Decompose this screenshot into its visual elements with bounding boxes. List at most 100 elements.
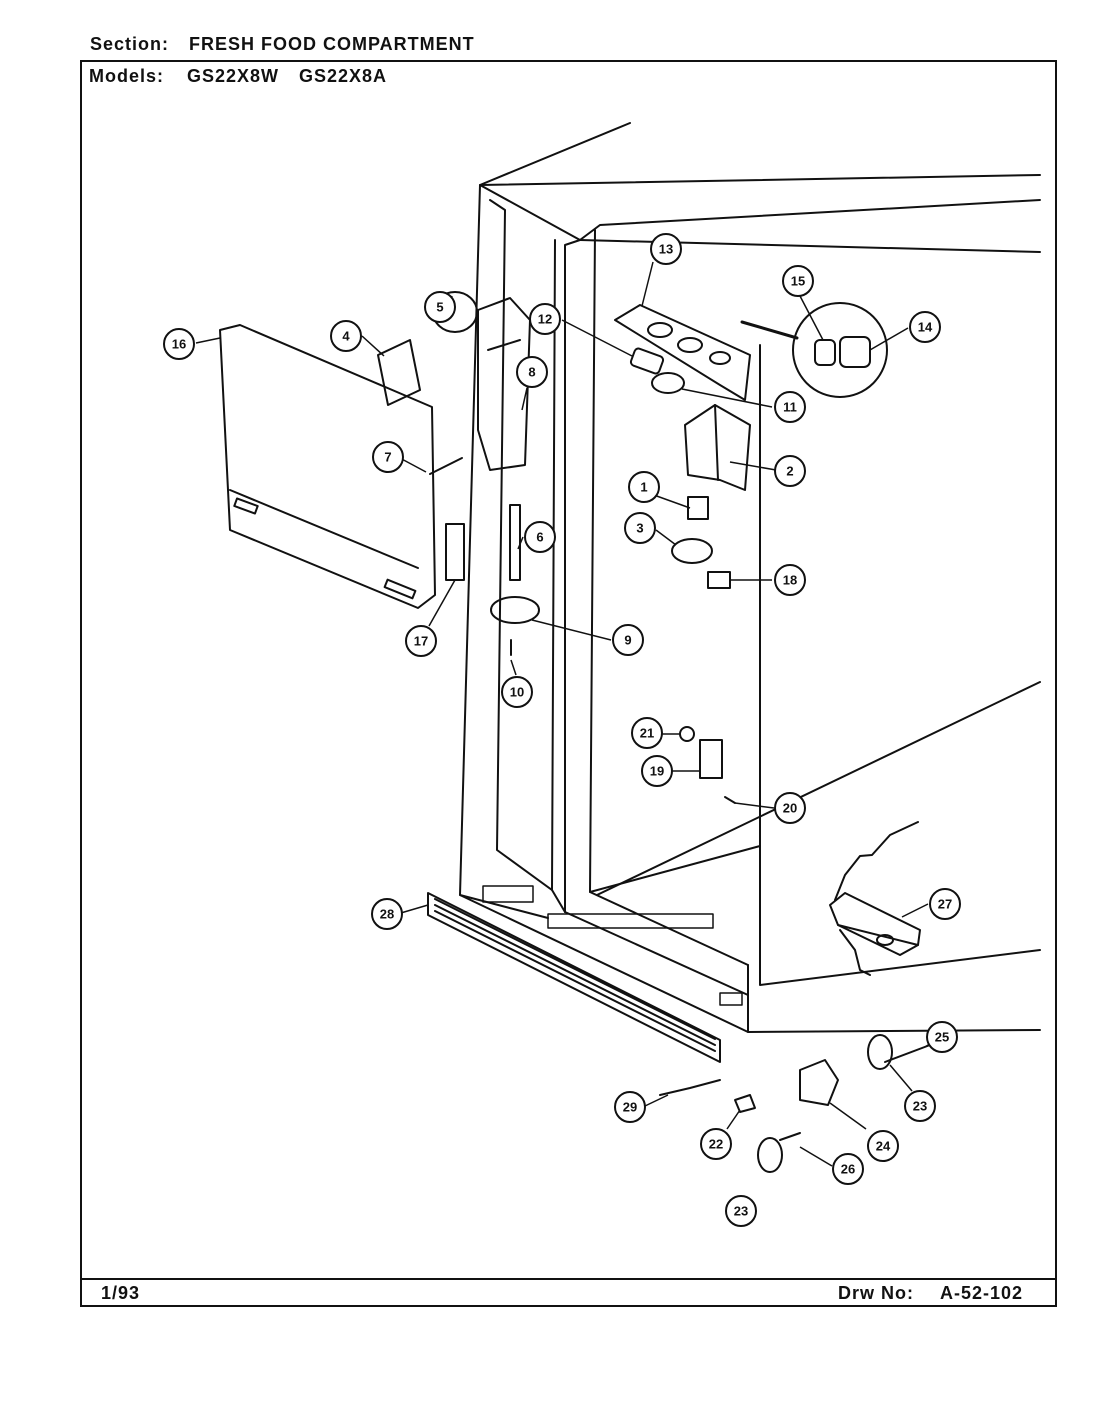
callout-3: 3 <box>624 512 656 544</box>
footer-divider <box>80 1278 1057 1280</box>
callout-label: 20 <box>783 801 797 816</box>
refrigerator-cabinet <box>459 122 1041 1033</box>
part-23-roller-upper <box>867 1034 893 1070</box>
callout-label: 19 <box>650 764 664 779</box>
drawing-number-label: Drw No: <box>838 1283 914 1303</box>
part-6-shaft <box>509 504 521 581</box>
callout-label: 2 <box>786 464 793 479</box>
callout-29: 29 <box>614 1091 646 1123</box>
callout-1: 1 <box>628 471 660 503</box>
part-3-knob <box>671 538 713 564</box>
callout-label: 22 <box>709 1137 723 1152</box>
part-25-axle <box>884 1044 931 1063</box>
part-11-bulb <box>651 372 685 394</box>
callout-label: 4 <box>342 329 350 344</box>
part-1-switch <box>687 496 709 520</box>
drawing-number: A-52-102 <box>940 1283 1024 1303</box>
cabinet-cutaway-lower <box>839 929 871 976</box>
callout-label: 16 <box>172 337 186 352</box>
part-7-clip <box>429 457 463 475</box>
part-12-socket <box>629 347 665 375</box>
callout-label: 18 <box>783 573 797 588</box>
callout-24: 24 <box>867 1130 899 1162</box>
callout-6: 6 <box>524 521 556 553</box>
models-label: Models: <box>89 66 165 86</box>
callout-7: 7 <box>372 441 404 473</box>
callout-label: 15 <box>791 274 805 289</box>
part-16-control-panel <box>219 324 436 609</box>
callout-label: 10 <box>510 685 524 700</box>
part-17-hinge <box>445 523 465 581</box>
callout-28: 28 <box>371 898 403 930</box>
callout-label: 12 <box>538 312 552 327</box>
section-label: Section: <box>90 34 170 54</box>
callout-17: 17 <box>405 625 437 657</box>
callout-19: 19 <box>641 755 673 787</box>
callout-22: 22 <box>700 1128 732 1160</box>
callout-label: 7 <box>384 450 391 465</box>
part-24-roller-bracket <box>799 1059 839 1106</box>
callout-11: 11 <box>774 391 806 423</box>
callout-21: 21 <box>631 717 663 749</box>
part-18-connector <box>707 571 731 589</box>
callout-20: 20 <box>774 792 806 824</box>
part-23-roller-lower <box>757 1137 783 1173</box>
callout-25: 25 <box>926 1021 958 1053</box>
part-21-screw <box>679 726 695 742</box>
part-14-15-detail-circle <box>792 302 888 398</box>
callout-label: 29 <box>623 1100 637 1115</box>
model-number-1: GS22X8W <box>187 66 280 86</box>
callout-23-upper: 23 <box>904 1090 936 1122</box>
callout-10: 10 <box>501 676 533 708</box>
callout-label: 13 <box>659 242 673 257</box>
callout-12: 12 <box>529 303 561 335</box>
callout-27: 27 <box>929 888 961 920</box>
part-2-control-cover <box>684 404 751 491</box>
callout-label: 23 <box>734 1204 748 1219</box>
callout-label: 8 <box>528 365 535 380</box>
part-13-light-housing <box>614 304 751 401</box>
drawing-frame <box>80 60 1057 1307</box>
part-27-bracket <box>829 892 921 956</box>
part-14-bulb-holder <box>839 336 871 368</box>
callout-label: 14 <box>918 320 933 335</box>
model-number-2: GS22X8A <box>299 66 388 86</box>
callout-18: 18 <box>774 564 806 596</box>
callout-label: 3 <box>636 521 643 536</box>
callout-label: 25 <box>935 1030 949 1045</box>
callout-2: 2 <box>774 455 806 487</box>
callout-8: 8 <box>516 356 548 388</box>
callout-9: 9 <box>612 624 644 656</box>
callout-label: 27 <box>938 897 952 912</box>
part-15-socket <box>814 339 836 366</box>
part-9-knob <box>490 596 540 624</box>
part-8-control-housing <box>477 297 531 471</box>
callout-15: 15 <box>782 265 814 297</box>
callout-label: 17 <box>414 634 428 649</box>
leader-lines <box>195 261 940 1167</box>
callout-5: 5 <box>424 291 456 323</box>
callout-label: 9 <box>624 633 631 648</box>
callout-4: 4 <box>330 320 362 352</box>
part-28-grille <box>427 892 721 1063</box>
callout-label: 28 <box>380 907 394 922</box>
part-26-axle <box>779 1132 801 1141</box>
callout-label: 26 <box>841 1162 855 1177</box>
callout-label: 5 <box>436 300 443 315</box>
part-29-screw <box>659 1079 721 1096</box>
callout-16: 16 <box>163 328 195 360</box>
cabinet-cutaway <box>834 821 919 901</box>
drawing-date: 1/93 <box>101 1283 141 1303</box>
callout-13: 13 <box>650 233 682 265</box>
callout-label: 24 <box>876 1139 891 1154</box>
callout-23-lower: 23 <box>725 1195 757 1227</box>
callout-26: 26 <box>832 1153 864 1185</box>
part-4-housing <box>377 339 421 406</box>
callout-label: 11 <box>783 400 797 415</box>
callout-label: 21 <box>640 726 654 741</box>
part-22-leveler <box>734 1094 756 1113</box>
callout-label: 6 <box>536 530 543 545</box>
part-19-bracket <box>699 739 723 779</box>
part-20-screw <box>724 796 736 804</box>
